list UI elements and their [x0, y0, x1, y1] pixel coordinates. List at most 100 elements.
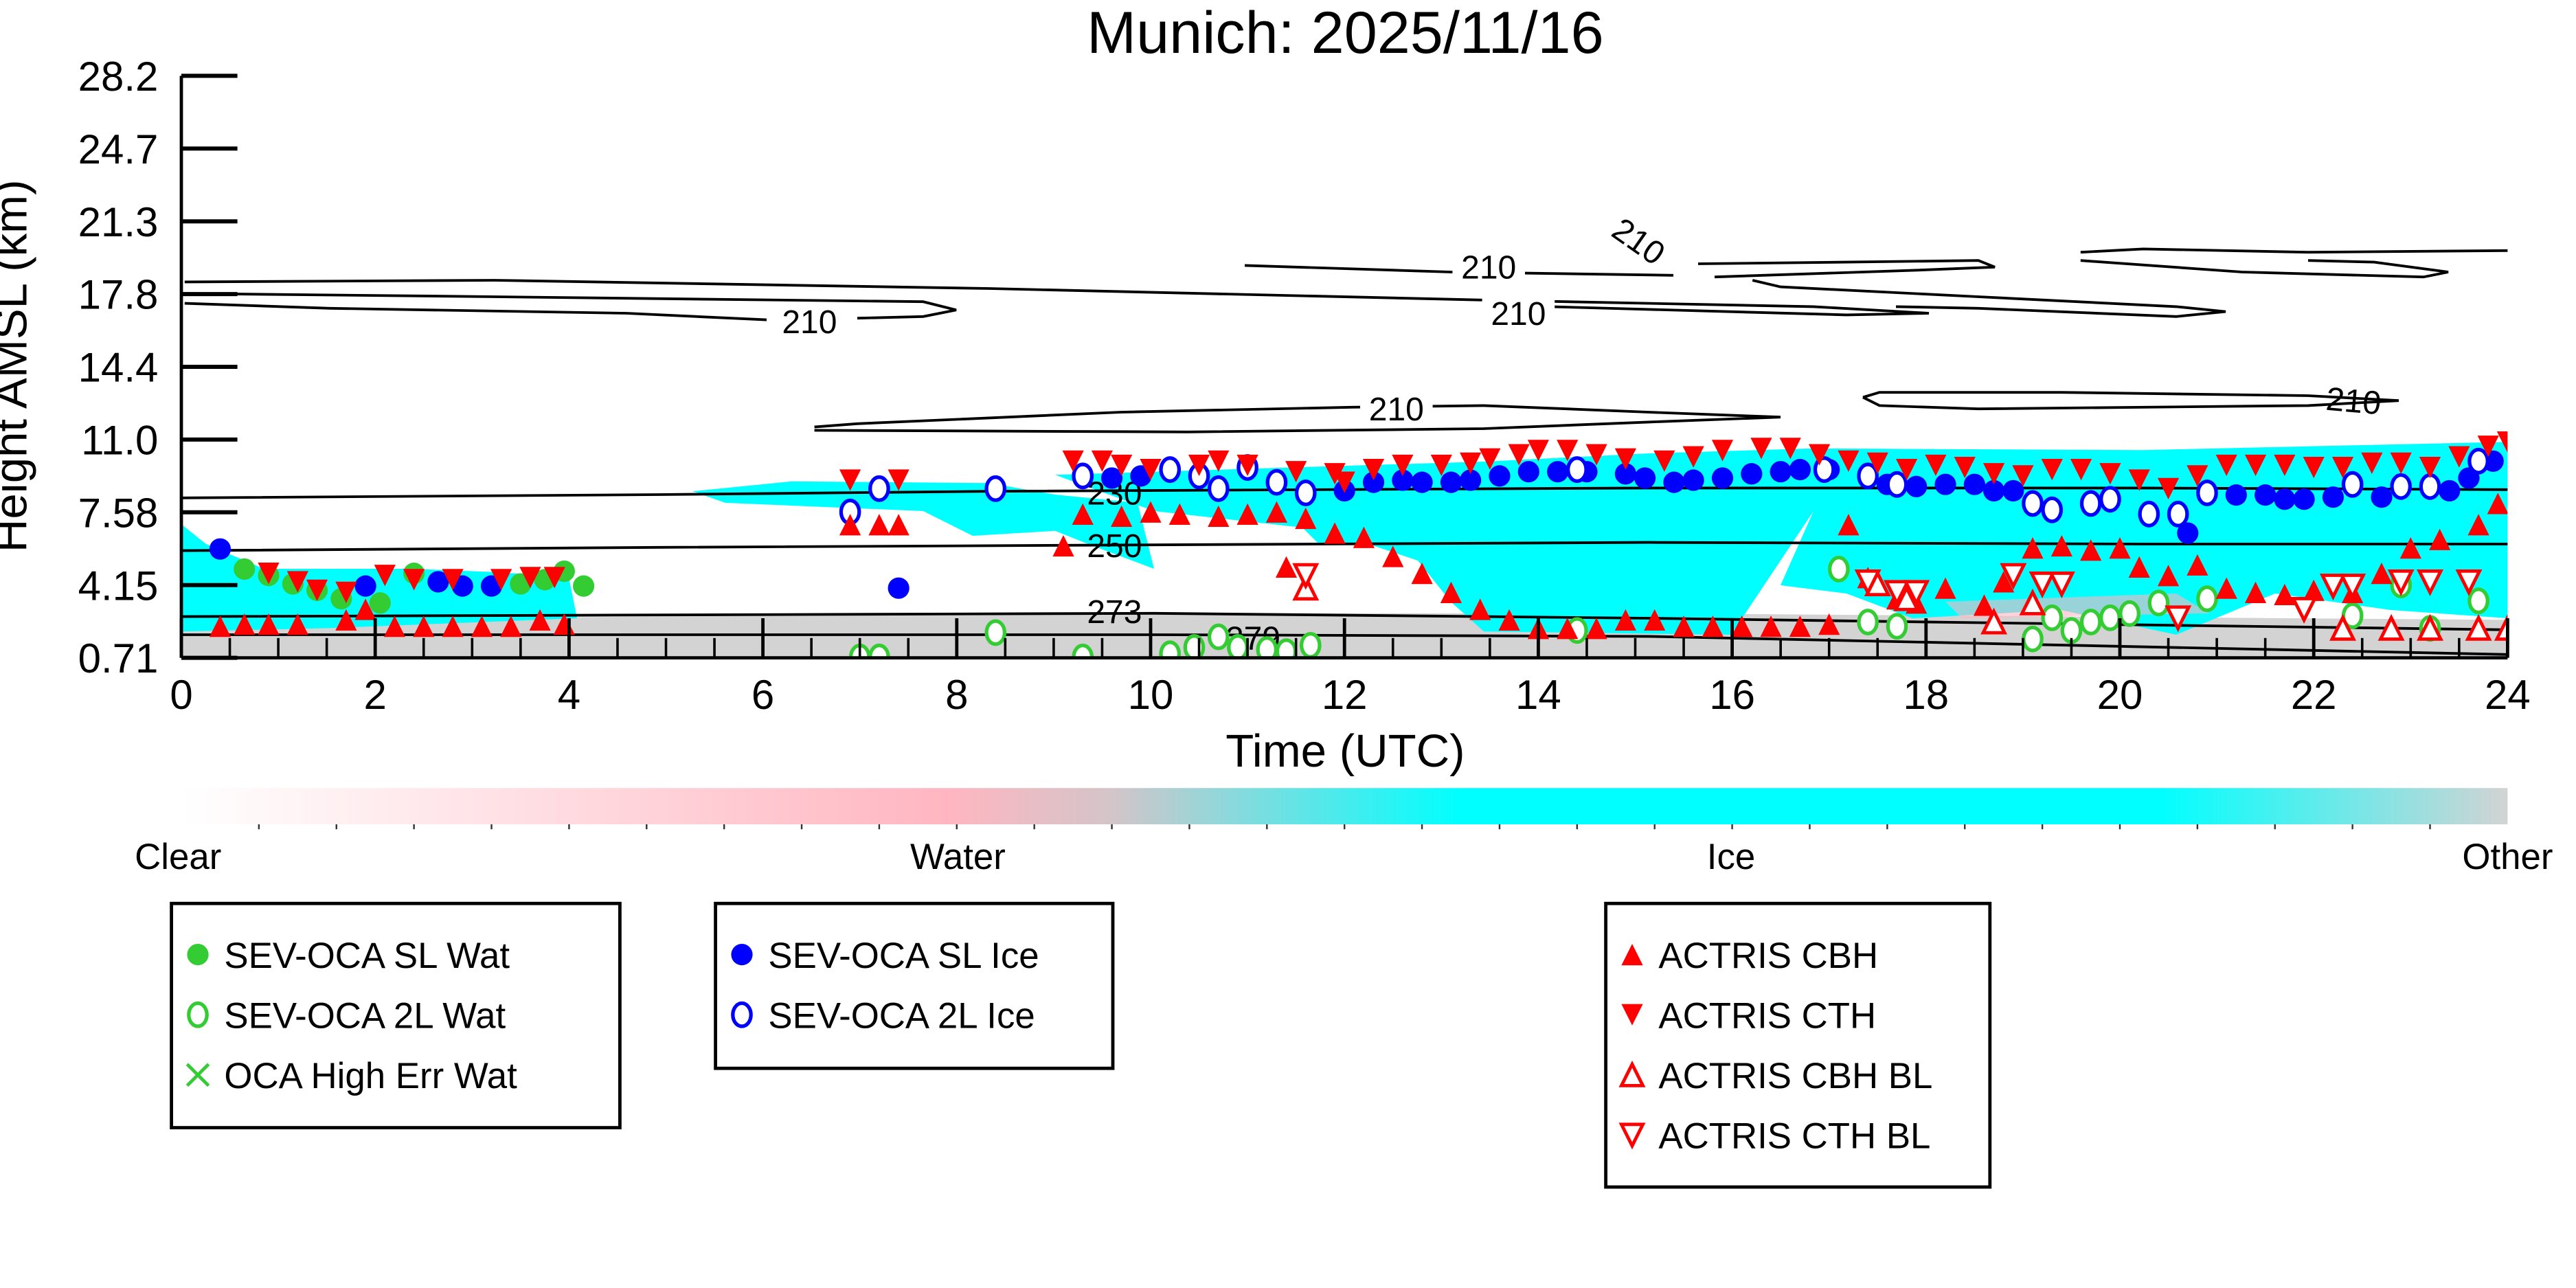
- data-point: [1857, 462, 1879, 490]
- data-point: [572, 575, 595, 597]
- data-point: [1731, 615, 1753, 637]
- data-point: [1295, 507, 1317, 530]
- x-tick-label: 6: [752, 672, 774, 718]
- data-point: [2293, 488, 2315, 510]
- data-point: [2128, 556, 2150, 578]
- y-tick-label: 7.58: [78, 490, 159, 536]
- data-point: [2339, 574, 2366, 601]
- data-point: [2419, 473, 2441, 500]
- data-point: [2371, 563, 2393, 585]
- contour-label: 210: [1491, 296, 1546, 332]
- data-point: [868, 475, 890, 502]
- data-point: [1838, 450, 1860, 472]
- legend-marker-icon: [185, 1063, 210, 1087]
- data-point: [2022, 537, 2044, 559]
- y-tick-label: 17.8: [78, 272, 159, 318]
- data-point: [2128, 469, 2150, 491]
- contour-label: 210: [1605, 211, 1671, 272]
- legend-marker-icon: [1618, 1122, 1646, 1150]
- data-point: [2079, 609, 2102, 635]
- data-point: [1100, 467, 1123, 489]
- data-point: [2167, 500, 2189, 528]
- data-point: [471, 615, 493, 637]
- data-point: [1207, 623, 1230, 651]
- data-point: [1275, 556, 1298, 578]
- contour-label: 210: [2325, 381, 2382, 422]
- data-point: [1440, 581, 1462, 603]
- data-point: [1294, 479, 1317, 506]
- data-point: [529, 609, 551, 631]
- x-tick-label: 2: [364, 672, 387, 718]
- data-point: [1682, 469, 1704, 491]
- y-tick-label: 0.71: [78, 635, 159, 681]
- data-point: [335, 581, 357, 603]
- data-point: [2099, 463, 2121, 485]
- contour-210-line: [1862, 391, 2399, 411]
- data-point: [1353, 526, 1375, 548]
- data-point: [2377, 613, 2405, 641]
- data-point: [2274, 583, 2296, 606]
- data-point: [1903, 580, 1930, 607]
- data-point: [1614, 463, 1636, 485]
- data-point: [1644, 609, 1666, 631]
- data-point: [1854, 569, 1882, 596]
- data-point: [1614, 448, 1636, 470]
- colorbar-label-water: Water: [910, 837, 1006, 877]
- data-point: [490, 569, 512, 591]
- data-point: [2371, 486, 2393, 508]
- data-point: [1292, 563, 1320, 590]
- data-point: [2399, 537, 2421, 559]
- data-point: [1614, 609, 1636, 631]
- data-point: [1566, 456, 1588, 484]
- data-point: [1275, 638, 1298, 658]
- data-point: [2079, 490, 2102, 517]
- data-point: [543, 567, 565, 589]
- data-point: [1750, 438, 1772, 460]
- data-point: [2417, 569, 2444, 596]
- data-point: [1430, 454, 1452, 477]
- data-point: [2303, 456, 2325, 479]
- data-point: [1789, 459, 1811, 481]
- contour-210-line: [1697, 259, 1996, 279]
- contour-250-line: [181, 541, 2508, 552]
- x-tick-label: 4: [558, 672, 580, 718]
- data-point: [1236, 503, 1258, 525]
- data-point: [1489, 465, 1511, 487]
- data-point: [2187, 554, 2208, 576]
- data-point: [1838, 514, 1860, 536]
- data-point: [2215, 454, 2237, 477]
- data-point: [2012, 465, 2034, 487]
- data-point: [2147, 589, 2170, 617]
- data-point: [519, 567, 541, 589]
- data-point: [1052, 534, 1074, 557]
- data-point: [209, 538, 231, 560]
- data-point: [258, 563, 280, 585]
- y-tick-label: 4.15: [78, 563, 159, 609]
- data-point: [2467, 447, 2489, 475]
- data-point: [1508, 444, 1530, 466]
- data-point: [1741, 463, 1763, 485]
- data-point: [1091, 450, 1114, 472]
- data-point: [442, 615, 464, 637]
- data-point: [1111, 454, 1133, 477]
- data-point: [2029, 572, 2056, 599]
- data-point: [1883, 580, 1910, 607]
- legend-marker-icon: [187, 944, 209, 966]
- data-point: [234, 558, 256, 580]
- x-tick-label: 10: [1128, 672, 1174, 718]
- data-point: [1159, 640, 1182, 658]
- x-tick-label: 18: [1903, 672, 1949, 718]
- data-point: [2019, 588, 2046, 615]
- data-point: [888, 469, 909, 491]
- data-point: [2448, 446, 2470, 468]
- data-point: [1827, 556, 1850, 583]
- legend-entry-label: ACTRIS CBH: [1658, 936, 1878, 976]
- data-point: [1760, 615, 1782, 637]
- data-point: [839, 514, 861, 536]
- data-point: [2165, 605, 2192, 633]
- data-point: [2417, 613, 2444, 641]
- data-point: [1072, 503, 1094, 525]
- x-tick-label: 0: [170, 672, 192, 718]
- data-point: [2487, 493, 2508, 515]
- data-point: [2467, 514, 2489, 536]
